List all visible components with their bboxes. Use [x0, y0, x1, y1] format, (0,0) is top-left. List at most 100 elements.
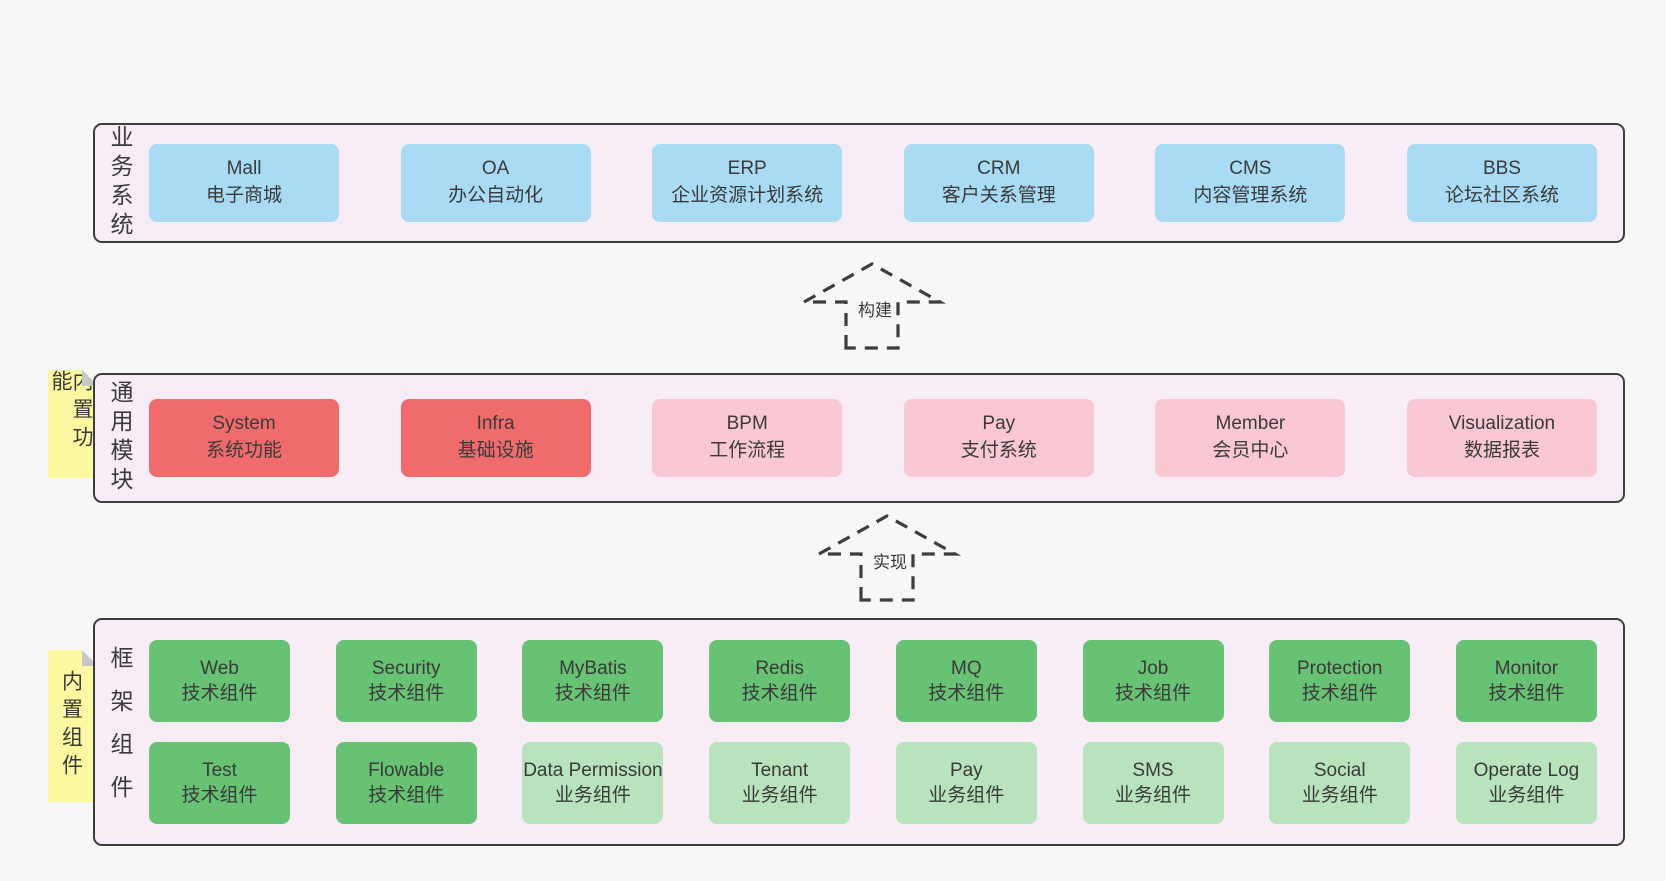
- box-title: Member: [1215, 413, 1286, 435]
- box-title: Tenant: [751, 759, 809, 781]
- box-subtitle: 技术组件: [181, 683, 258, 704]
- note-label: 内置组件: [59, 670, 83, 782]
- box-title: System: [212, 413, 276, 435]
- box-subtitle: 业务组件: [1115, 785, 1192, 806]
- box-system: System 系统功能: [149, 399, 339, 477]
- box-subtitle: 业务组件: [928, 785, 1005, 806]
- box-subtitle: 办公自动化: [448, 185, 544, 206]
- box-subtitle: 业务组件: [554, 785, 631, 806]
- box-title: Mall: [226, 158, 262, 180]
- box-title: OA: [481, 158, 510, 180]
- box-subtitle: 企业资源计划系统: [671, 185, 824, 206]
- box-protection: Protection 技术组件: [1269, 640, 1411, 722]
- common-modules-row: System 系统功能 Infra 基础设施 BPM 工作流程 Pay 支付系统…: [137, 375, 1623, 501]
- box-subtitle: 业务组件: [741, 785, 818, 806]
- note-label: 内置功能: [49, 370, 93, 454]
- box-title: Test: [202, 759, 237, 781]
- box-subtitle: 基础设施: [457, 440, 534, 461]
- framework-row-1: Web 技术组件 Security 技术组件 MyBatis 技术组件 Redi…: [137, 640, 1623, 722]
- business-systems-row: Mall 电子商城 OA 办公自动化 ERP 企业资源计划系统 CRM 客户关系…: [137, 125, 1623, 241]
- box-title: Security: [371, 657, 441, 679]
- box-subtitle: 业务组件: [1488, 785, 1565, 806]
- box-social: Social 业务组件: [1269, 742, 1411, 824]
- sticky-note-builtin-features: 内置功能: [48, 370, 98, 478]
- framework-row-2: Test 技术组件 Flowable 技术组件 Data Permission …: [137, 742, 1623, 824]
- layer-label: 业务系统: [107, 125, 133, 241]
- box-oa: OA 办公自动化: [400, 144, 591, 222]
- framework-components-grid: Web 技术组件 Security 技术组件 MyBatis 技术组件 Redi…: [137, 620, 1623, 844]
- box-subtitle: 电子商城: [205, 185, 282, 206]
- box-visualization: Visualization 数据报表: [1406, 399, 1597, 477]
- box-title: Flowable: [368, 759, 445, 781]
- box-subtitle: 技术组件: [368, 683, 445, 704]
- box-subtitle: 支付系统: [960, 440, 1037, 461]
- arrow-build: 构建: [800, 260, 950, 350]
- box-subtitle: 技术组件: [368, 785, 445, 806]
- box-title: Monitor: [1494, 657, 1559, 679]
- box-pay-component: Pay 业务组件: [895, 742, 1037, 824]
- box-subtitle: 论坛社区系统: [1444, 185, 1559, 206]
- box-title: CRM: [977, 158, 1021, 180]
- box-subtitle: 业务组件: [1301, 785, 1378, 806]
- box-title: BBS: [1482, 158, 1521, 180]
- box-subtitle: 技术组件: [181, 785, 258, 806]
- box-title: BPM: [726, 413, 768, 435]
- box-redis: Redis 技术组件: [709, 640, 851, 722]
- box-title: MyBatis: [559, 657, 627, 679]
- box-subtitle: 技术组件: [928, 683, 1005, 704]
- box-bbs: BBS 论坛社区系统: [1406, 144, 1597, 222]
- up-arrow-icon: [800, 262, 947, 350]
- box-subtitle: 技术组件: [1115, 683, 1192, 704]
- box-data-permission: Data Permission 业务组件: [522, 742, 664, 824]
- box-title: ERP: [727, 158, 767, 180]
- box-job: Job 技术组件: [1082, 640, 1224, 722]
- box-security: Security 技术组件: [335, 640, 477, 722]
- box-title: Data Permission: [523, 759, 663, 781]
- box-infra: Infra 基础设施: [400, 399, 591, 477]
- box-title: SMS: [1132, 759, 1174, 781]
- box-title: Job: [1137, 657, 1169, 679]
- box-title: Redis: [755, 657, 804, 679]
- box-subtitle: 技术组件: [741, 683, 818, 704]
- box-tenant: Tenant 业务组件: [709, 742, 851, 824]
- arrow-implement: 实现: [815, 512, 965, 602]
- box-title: Visualization: [1448, 413, 1556, 435]
- arrow-label: 构建: [855, 296, 895, 321]
- box-bpm: BPM 工作流程: [652, 399, 843, 477]
- box-subtitle: 内容管理系统: [1193, 185, 1308, 206]
- box-title: Pay: [982, 413, 1016, 435]
- box-title: Operate Log: [1473, 759, 1580, 781]
- box-crm: CRM 客户关系管理: [903, 144, 1094, 222]
- box-subtitle: 技术组件: [1488, 683, 1565, 704]
- up-arrow-icon: [815, 514, 962, 602]
- box-subtitle: 系统功能: [205, 440, 282, 461]
- box-title: Social: [1313, 759, 1366, 781]
- box-pay-module: Pay 支付系统: [903, 399, 1094, 477]
- box-subtitle: 工作流程: [709, 440, 786, 461]
- box-subtitle: 会员中心: [1212, 440, 1289, 461]
- layer-label: 通用模块: [107, 380, 133, 496]
- box-subtitle: 技术组件: [554, 683, 631, 704]
- box-erp: ERP 企业资源计划系统: [652, 144, 843, 222]
- box-mall: Mall 电子商城: [149, 144, 339, 222]
- layer-common-modules: 通用模块 System 系统功能 Infra 基础设施 BPM 工作流程 Pay…: [93, 373, 1625, 503]
- box-member: Member 会员中心: [1155, 399, 1346, 477]
- layer-label: 框架组件: [107, 646, 133, 818]
- box-title: Infra: [476, 413, 515, 435]
- box-sms: SMS 业务组件: [1082, 742, 1224, 824]
- box-subtitle: 客户关系管理: [941, 185, 1056, 206]
- box-cms: CMS 内容管理系统: [1155, 144, 1346, 222]
- box-flowable: Flowable 技术组件: [335, 742, 477, 824]
- layer-business-systems: 业务系统 Mall 电子商城 OA 办公自动化 ERP 企业资源计划系统 CRM…: [93, 123, 1625, 243]
- box-mybatis: MyBatis 技术组件: [522, 640, 664, 722]
- box-subtitle: 技术组件: [1301, 683, 1378, 704]
- box-test: Test 技术组件: [149, 742, 290, 824]
- box-operate-log: Operate Log 业务组件: [1455, 742, 1597, 824]
- box-title: CMS: [1229, 158, 1272, 180]
- box-title: Pay: [949, 759, 983, 781]
- box-title: Protection: [1296, 657, 1383, 679]
- layer-framework-components: 框架组件 Web 技术组件 Security 技术组件 MyBatis 技术组件…: [93, 618, 1625, 846]
- arrow-label: 实现: [870, 548, 910, 573]
- box-title: Web: [200, 657, 239, 679]
